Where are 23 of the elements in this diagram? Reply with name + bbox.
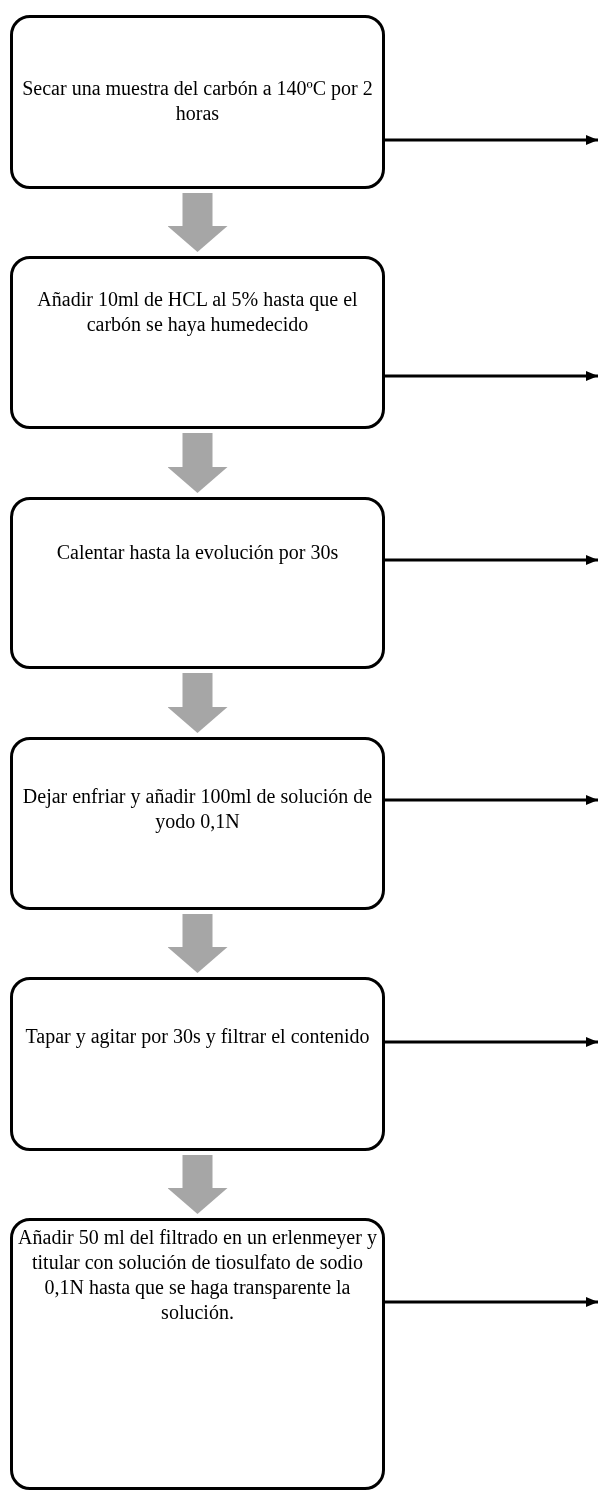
process-box	[10, 1218, 385, 1490]
arrow	[385, 371, 598, 381]
arrow	[385, 795, 598, 805]
process-box	[10, 497, 385, 669]
step-text: Tapar y agitar por 30s y filtrar el contenido	[25, 1024, 370, 1050]
arrow	[385, 555, 598, 565]
arrow	[385, 1297, 598, 1307]
arrow	[385, 135, 598, 145]
step-text: Calentar hasta la evolución por 30s	[56, 540, 339, 566]
step-text: Añadir 50 ml del filtrado en un erlenmeyer y titular con solución de tiosulfato de sodio 0,1N hasta que se haga transparente la solución.	[17, 1225, 378, 1325]
block-arrow	[167, 673, 228, 733]
process-box	[10, 256, 385, 429]
process-box	[10, 977, 385, 1151]
block-arrow	[167, 1155, 228, 1214]
step-text: Secar una muestra del carbón a 140ºC por 2 horas	[21, 76, 374, 126]
step-text: Añadir 10ml de HCL al 5% hasta que el carbón se haya humedecido	[36, 287, 359, 338]
block-arrow	[167, 433, 228, 493]
arrow	[385, 1037, 598, 1047]
process-box	[10, 15, 385, 189]
step-text: Dejar enfriar y añadir 100ml de solución de yodo 0,1N	[21, 784, 374, 835]
process-box	[10, 737, 385, 910]
block-arrow	[167, 914, 228, 973]
block-arrow	[167, 193, 228, 252]
